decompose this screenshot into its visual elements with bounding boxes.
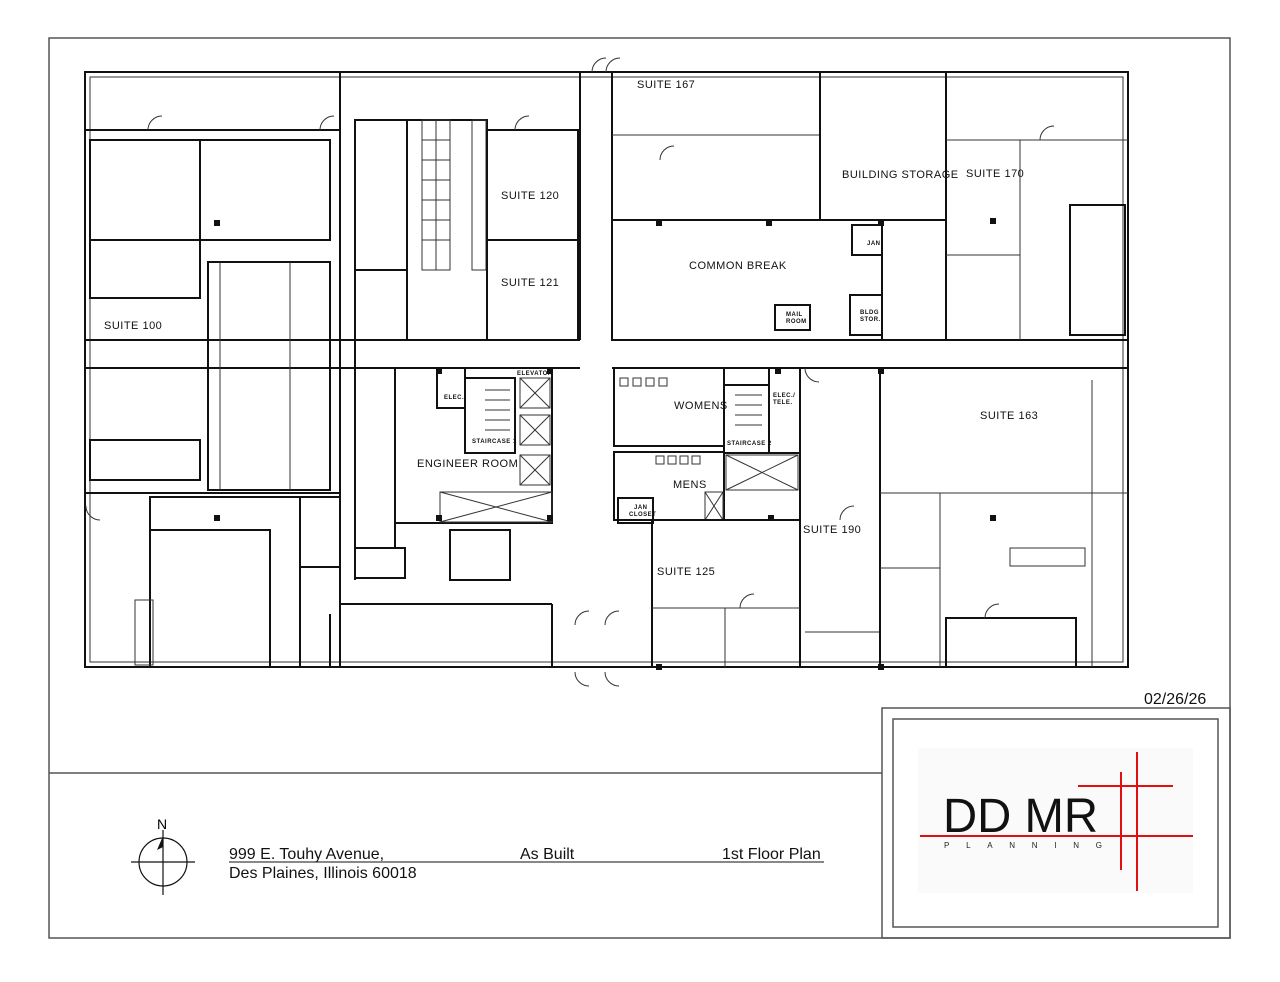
sheet-border xyxy=(48,37,1231,939)
logo-name: DD MR xyxy=(943,790,1098,843)
room-label-staircase-1: STAIRCASE 1 xyxy=(472,439,517,445)
room-label-jan: JAN xyxy=(867,241,881,247)
room-label-building-storage: BUILDING STORAGE xyxy=(842,169,959,181)
sheet-title: 1st Floor Plan xyxy=(722,846,821,863)
logo-inner-box xyxy=(892,718,1219,928)
plan-date: 02/26/26 xyxy=(1144,691,1206,708)
room-label-suite-170: SUITE 170 xyxy=(966,168,1024,180)
room-label-bldg: BLDG xyxy=(860,310,879,316)
room-label-suite-190: SUITE 190 xyxy=(803,524,861,536)
room-label-suite-121: SUITE 121 xyxy=(501,277,559,289)
plan-status: As Built xyxy=(520,846,575,863)
room-label-mens: MENS xyxy=(673,479,707,491)
room-label-engineer-room: ENGINEER ROOM xyxy=(417,458,518,470)
room-label-elec-tele: ELEC./ xyxy=(773,393,795,399)
room-label-stor: STOR. xyxy=(860,317,881,323)
room-label-common-break: COMMON BREAK xyxy=(689,260,787,272)
room-label-elevator: ELEVATOR xyxy=(517,371,553,377)
room-label-mail: MAIL xyxy=(786,312,803,318)
room-label-jan-closet-2: CLOSET xyxy=(629,512,656,518)
room-label-suite-167: SUITE 167 xyxy=(637,79,695,91)
floor-plan xyxy=(84,57,1129,687)
address-line-1: 999 E. Touhy Avenue, xyxy=(229,846,384,863)
room-label-suite-120: SUITE 120 xyxy=(501,190,559,202)
room-label-room: ROOM xyxy=(786,319,807,325)
logo-box xyxy=(881,707,1231,939)
room-label-elec: ELEC. xyxy=(444,395,464,401)
room-label-womens: WOMENS xyxy=(674,400,728,412)
north-arrow-icon: N xyxy=(131,816,195,895)
room-label-staircase-2: STAIRCASE 2 xyxy=(727,441,772,447)
room-label-suite-100: SUITE 100 xyxy=(104,320,162,332)
room-label-suite-163: SUITE 163 xyxy=(980,410,1038,422)
room-label-elec-tele-2: TELE. xyxy=(773,400,793,406)
address-line-2: Des Plaines, Illinois 60018 xyxy=(229,865,417,882)
north-label: N xyxy=(157,816,167,832)
room-label-jan-closet: JAN xyxy=(634,505,648,511)
room-label-suite-125: SUITE 125 xyxy=(657,566,715,578)
ddmr-planning-logo: DD MR PLANNING xyxy=(918,748,1193,893)
